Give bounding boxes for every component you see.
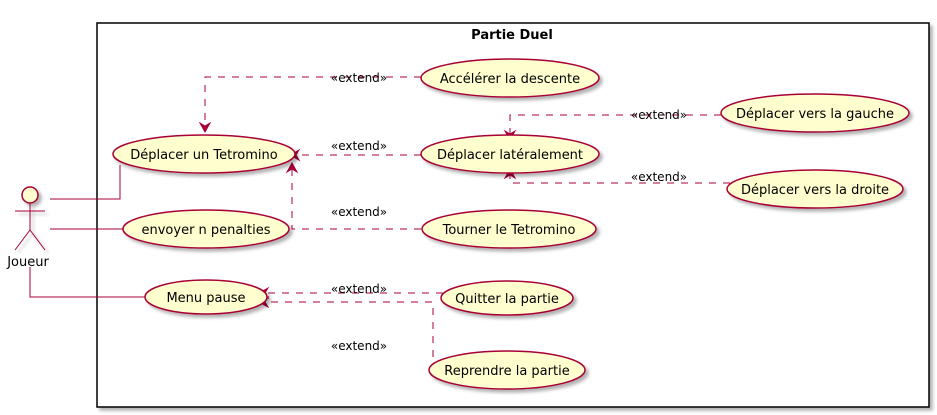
extend-label-droite: «extend» xyxy=(631,170,687,184)
arrowhead-accelerer xyxy=(198,121,212,134)
use-case-label: Quitter la partie xyxy=(455,292,559,307)
use-case-label: Déplacer un Tetromino xyxy=(130,148,277,163)
package-title: Partie Duel xyxy=(471,28,553,43)
use-case-label: Tourner le Tetromino xyxy=(442,223,576,238)
extend-droite xyxy=(509,175,730,184)
use-case-label: Déplacer vers la droite xyxy=(741,183,889,198)
extend-label-gauche: «extend» xyxy=(631,108,687,122)
extend-label-accelerer: «extend» xyxy=(331,71,387,85)
extend-label-reprendre: «extend» xyxy=(331,339,387,353)
use-case-tourner: Tourner le Tetromino xyxy=(421,209,597,249)
extend-label-tourner: «extend» xyxy=(331,205,387,219)
extend-reprendre xyxy=(265,301,434,357)
extend-gauche xyxy=(509,114,721,134)
use-case-label: Déplacer vers la gauche xyxy=(736,107,894,122)
use-case-menu-pause: Menu pause xyxy=(144,279,268,315)
use-case-reprendre: Reprendre la partie xyxy=(428,350,586,390)
extend-accelerer xyxy=(204,76,421,126)
use-case-gauche: Déplacer vers la gauche xyxy=(720,93,910,133)
use-case-deplacer-tetromino: Déplacer un Tetromino xyxy=(112,134,296,174)
use-case-deplacer-lateral: Déplacer latéralement xyxy=(420,134,600,174)
extend-relations xyxy=(198,76,730,357)
extend-labels: «extend» «extend» «extend» «extend» «ext… xyxy=(331,71,687,353)
actor-label: Joueur xyxy=(6,255,49,270)
assoc-deplacer-tetromino xyxy=(50,165,121,200)
actor-joueur: Joueur xyxy=(6,186,49,270)
use-case-label: Reprendre la partie xyxy=(444,364,569,379)
arrowhead-tourner xyxy=(285,161,299,174)
extend-label-quitter: «extend» xyxy=(331,282,387,296)
use-case-label: Menu pause xyxy=(166,291,245,306)
use-case-envoyer-penalties: envoyer n penalties xyxy=(122,209,290,249)
use-case-quitter: Quitter la partie xyxy=(440,280,574,316)
use-case-label: envoyer n penalties xyxy=(142,223,271,238)
extend-label-lateral: «extend» xyxy=(331,139,387,153)
assoc-menu-pause xyxy=(29,267,145,298)
use-case-label: Déplacer latéralement xyxy=(437,148,583,163)
use-case-droite: Déplacer vers la droite xyxy=(726,169,904,209)
use-case-accelerer: Accélérer la descente xyxy=(420,58,600,98)
extend-tourner xyxy=(291,169,421,230)
use-case-label: Accélérer la descente xyxy=(440,72,580,87)
actor-associations xyxy=(29,165,145,298)
